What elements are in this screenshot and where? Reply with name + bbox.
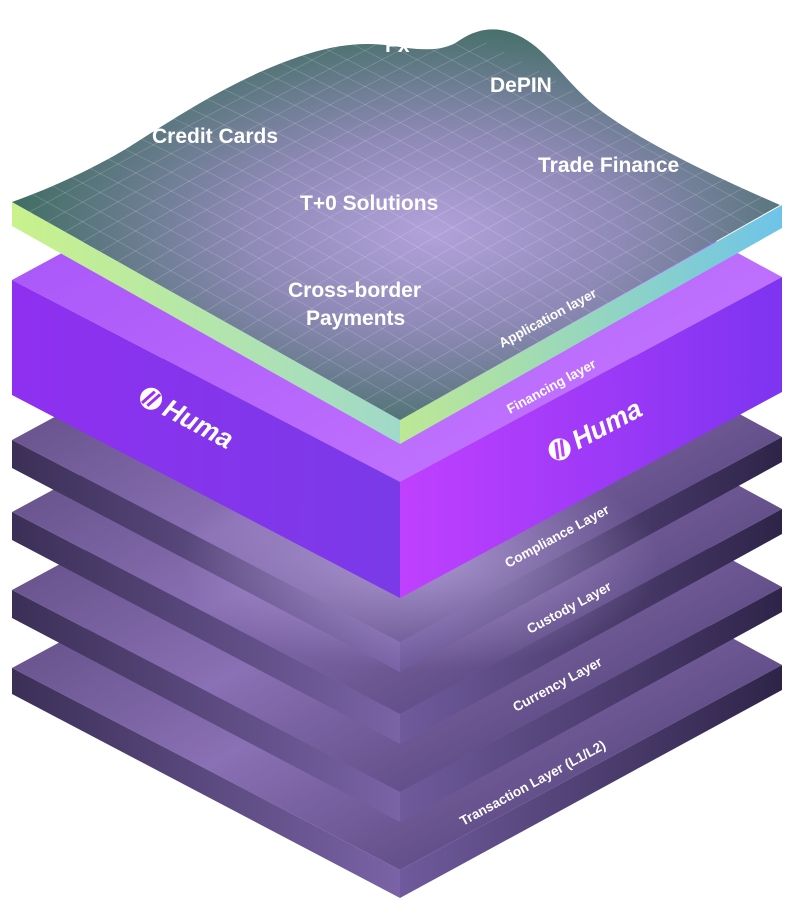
- terrain-mesh-line: [29, 192, 418, 411]
- terrain-mesh-line: [241, 79, 626, 294]
- application-edge-right: [400, 205, 782, 444]
- transaction-slab-left: [12, 668, 400, 898]
- terrain-mesh-line: [170, 80, 557, 292]
- terrain-mesh-line: [152, 126, 540, 343]
- terrain-mesh-line: [64, 173, 453, 392]
- terrain-mesh-line: [329, 166, 713, 381]
- terrain-mesh-line: [135, 61, 522, 272]
- peak-label-credit-cards: Credit Cards: [152, 125, 278, 148]
- terrain-mesh-line: [188, 107, 574, 323]
- terrain-mesh-line: [117, 145, 505, 362]
- peak-label-depin: DePIN: [490, 74, 552, 97]
- peak-label-cross-border-line1: Cross-border: [288, 279, 421, 302]
- peak-label-trade-finance: Trade Finance: [538, 154, 679, 177]
- transaction-slab-right: [400, 665, 782, 898]
- terrain-mesh-line: [382, 195, 765, 411]
- currency-slab-right: [400, 587, 782, 822]
- terrain-mesh: [29, 29, 765, 411]
- terrain-mesh-line: [223, 109, 609, 322]
- terrain-mesh-line: [258, 128, 644, 342]
- application-layer-terrain: [12, 29, 782, 444]
- terrain-mesh-line: [99, 42, 487, 252]
- terrain-mesh-line: [346, 176, 731, 391]
- custody-slab-left: [12, 512, 400, 744]
- terrain-mesh-line: [293, 147, 678, 361]
- terrain-mesh-line: [276, 137, 661, 351]
- financing-slab-left: [12, 280, 400, 598]
- terrain-mesh-line: [311, 156, 696, 371]
- terrain-mesh-line: [346, 29, 731, 235]
- terrain-mesh-line: [135, 135, 522, 352]
- terrain-mesh-line: [170, 116, 557, 333]
- terrain-mesh-line: [276, 60, 661, 274]
- terrain-mesh-line: [100, 154, 488, 372]
- currency-slab-left: [12, 590, 400, 822]
- terrain-mesh-line: [329, 32, 713, 245]
- peak-label-cross-border-line2: Payments: [306, 307, 405, 330]
- terrain-mesh-line: [82, 164, 470, 382]
- terrain-mesh-line: [47, 182, 435, 401]
- terrain-mesh-line: [223, 88, 609, 304]
- application-edge-left: [12, 202, 400, 444]
- huma-logo-icon: [140, 387, 163, 410]
- terrain-mesh-line: [117, 51, 505, 262]
- terrain-mesh-line: [258, 69, 644, 284]
- terrain-mesh-line: [294, 51, 679, 264]
- huma-logo-icon: [548, 438, 571, 461]
- peak-label-fx: Fx: [385, 34, 410, 57]
- terrain-mesh-line: [188, 90, 574, 302]
- terrain-surface: [12, 29, 780, 421]
- terrain-mesh-line: [311, 41, 696, 255]
- terrain-mesh-line: [152, 71, 540, 282]
- terrain-mesh-line: [241, 118, 626, 332]
- terrain-mesh-line: [64, 29, 453, 233]
- terrain-mesh-line: [364, 185, 748, 401]
- terrain-mesh-line: [82, 32, 470, 242]
- financing-slab-right: [400, 277, 782, 598]
- peak-label-t0-solutions: T+0 Solutions: [300, 192, 438, 215]
- terrain-mesh-line: [205, 99, 592, 312]
- terrain-mesh-line: [205, 98, 592, 313]
